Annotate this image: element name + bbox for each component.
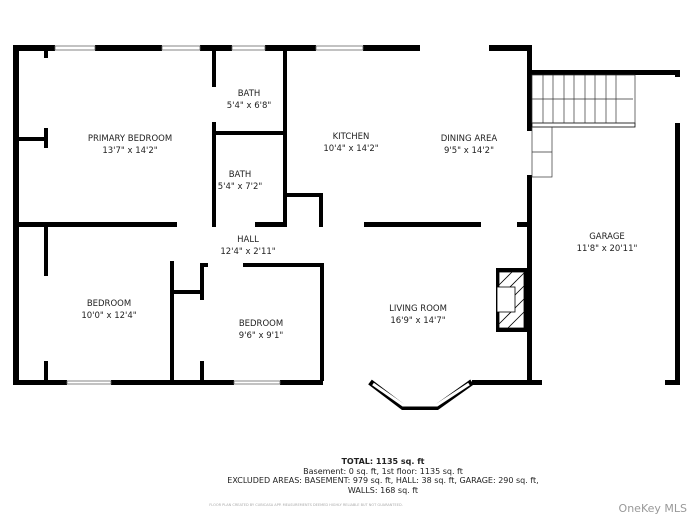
room-name: PRIMARY BEDROOM (87, 134, 173, 144)
room-bedroom-2: BEDROOM 9'6" x 9'1" (239, 318, 284, 342)
staircase (531, 74, 636, 178)
room-name: LIVING ROOM (389, 304, 447, 314)
room-size: 9'5" x 14'2" (444, 146, 494, 156)
room-living-room: LIVING ROOM 16'9" x 14'7" (389, 303, 447, 327)
excluded-areas: EXCLUDED AREAS: BASEMENT: 979 sq. ft, HA… (227, 476, 539, 485)
room-garage: GARAGE 11'8" x 20'11" (577, 231, 638, 255)
room-size: 5'4" x 6'8" (226, 101, 272, 111)
watermark: OneKey MLS (618, 502, 687, 515)
room-size: 13'7" x 14'2" (102, 146, 158, 156)
floor-areas: Basement: 0 sq. ft, 1st floor: 1135 sq. … (303, 466, 463, 476)
walls (13, 45, 680, 385)
room-name: BEDROOM (238, 319, 284, 329)
room-size: 9'6" x 9'1" (238, 331, 284, 341)
room-size: 12'4" x 2'11" (220, 247, 276, 257)
room-name: BATH (228, 170, 252, 180)
room-dining-area: DINING AREA 9'5" x 14'2" (441, 133, 497, 157)
room-name: BATH (237, 89, 261, 99)
total-area: TOTAL: 1135 sq. ft (341, 457, 425, 466)
room-primary-bedroom: PRIMARY BEDROOM 13'7" x 14'2" (88, 133, 172, 157)
room-name: GARAGE (589, 232, 625, 242)
floor-plan (13, 45, 680, 410)
room-size: 5'4" x 7'2" (217, 182, 263, 192)
credit-text: FLOOR PLAN CREATED BY CUBICASA APP. MEAS… (209, 503, 403, 507)
room-size: 10'4" x 14'2" (323, 144, 379, 154)
room-name: BEDROOM (86, 299, 132, 309)
room-size: 16'9" x 14'7" (390, 316, 446, 326)
room-bath-2: BATH 5'4" x 7'2" (218, 169, 263, 193)
fireplace (496, 268, 527, 332)
room-kitchen: KITCHEN 10'4" x 14'2" (323, 131, 378, 155)
windows (54, 45, 364, 385)
bay-window (368, 379, 474, 410)
room-name: DINING AREA (440, 134, 498, 144)
room-hall: HALL 12'4" x 2'11" (220, 234, 275, 258)
room-name: HALL (237, 235, 259, 245)
room-size: 11'8" x 20'11" (576, 244, 638, 254)
room-size: 10'0" x 12'4" (81, 311, 137, 321)
area-summary: TOTAL: 1135 sq. ft Basement: 0 sq. ft, 1… (227, 457, 538, 495)
room-name: KITCHEN (332, 132, 370, 142)
wall-area: WALLS: 168 sq. ft (347, 485, 419, 495)
room-bedroom-1: BEDROOM 10'0" x 12'4" (81, 298, 136, 322)
room-bath-1: BATH 5'4" x 6'8" (227, 88, 272, 112)
